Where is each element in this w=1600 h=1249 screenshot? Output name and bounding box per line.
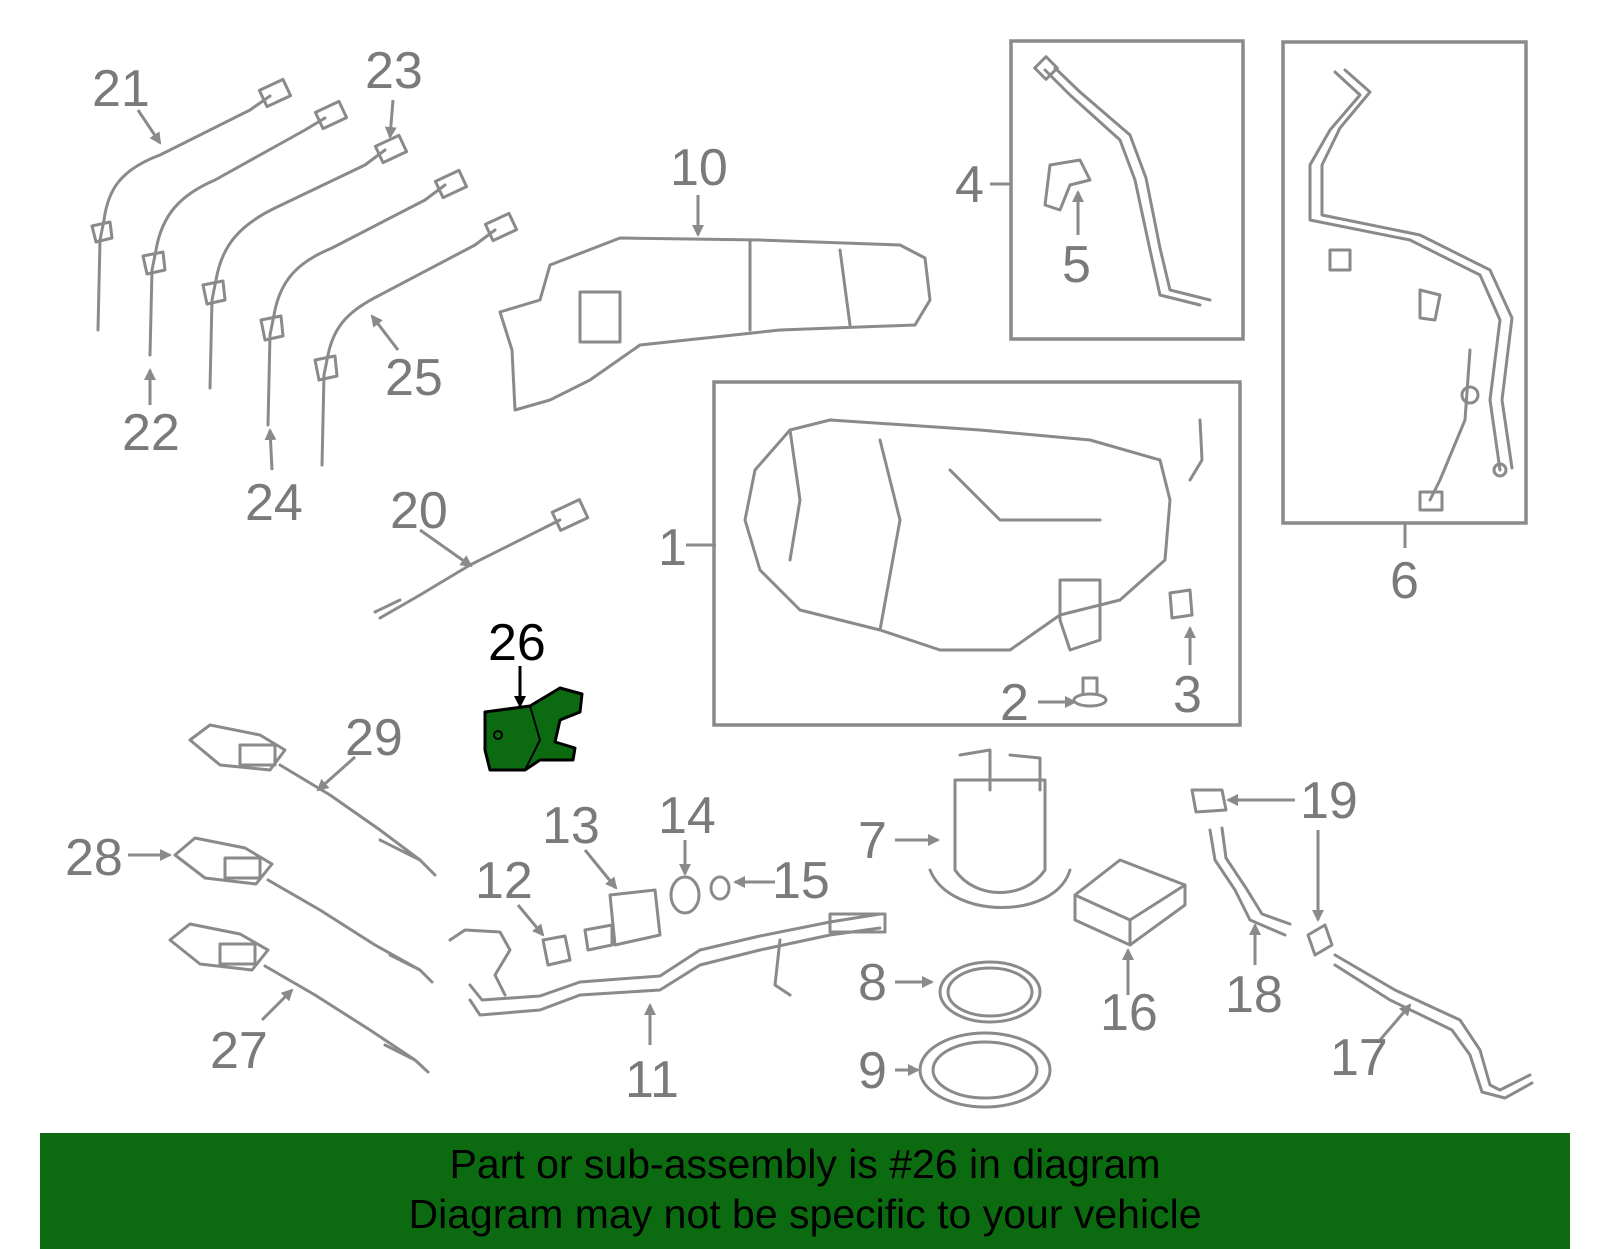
callout-25: 25 (385, 349, 443, 407)
washer-15 (709, 875, 731, 901)
callout-19: 19 (1300, 772, 1358, 830)
callout-13: 13 (542, 797, 600, 855)
arrow-12 (516, 904, 545, 937)
arrow-17 (1378, 1003, 1412, 1041)
callout-21: 21 (92, 60, 150, 118)
info-banner: Part or sub-assembly is #26 in diagram D… (40, 1133, 1570, 1249)
callout-22: 22 (122, 404, 180, 462)
heat-shield-10 (498, 236, 932, 412)
callout-4: 4 (955, 156, 984, 214)
callout-2: 2 (1000, 674, 1029, 732)
arrow-29 (316, 755, 356, 792)
control-module-16 (1073, 858, 1187, 947)
fuel-line-6 (1308, 68, 1514, 512)
valve-13 (583, 888, 662, 952)
bolt-2 (1072, 676, 1108, 708)
arrow-27 (260, 988, 294, 1022)
line-17 (1333, 953, 1534, 1100)
callout-1: 1 (658, 519, 687, 577)
clamp-19 (1190, 788, 1334, 957)
o2-sensor-23 (201, 133, 409, 390)
callout-11: 11 (625, 1051, 679, 1109)
frame-line-4 (1009, 39, 1245, 341)
vent-line-11 (448, 912, 887, 1017)
arrow-13 (583, 849, 618, 890)
callout-29: 29 (345, 709, 403, 767)
callout-23: 23 (365, 42, 423, 100)
arrow-23 (384, 99, 397, 139)
arrow-20 (419, 528, 473, 568)
parts-diagram: 21 22 23 24 25 10 20 26 29 28 27 12 13 1… (65, 39, 1534, 1109)
o2-sensor-22 (141, 99, 349, 357)
o2-sensor-25 (313, 211, 519, 467)
arrow-25 (370, 314, 400, 351)
arrow-21 (136, 109, 162, 145)
callout-16: 16 (1100, 984, 1158, 1042)
frame-line-6 (1281, 40, 1528, 525)
callout-7: 7 (858, 812, 887, 870)
fuel-tank-1 (743, 418, 1204, 652)
callout-6: 6 (1390, 552, 1419, 610)
o2-sensor-24 (259, 168, 469, 427)
fuel-line-4 (1033, 55, 1212, 307)
bumper-3 (1168, 588, 1194, 620)
lock-ring-9 (918, 1031, 1052, 1109)
callout-12: 12 (475, 852, 533, 910)
callout-27: 27 (210, 1022, 268, 1080)
grommet-14 (669, 875, 701, 915)
fuel-pump-7 (928, 748, 1072, 909)
frame-tank-assembly (712, 380, 1242, 727)
nox-sensor-29 (188, 723, 437, 877)
callout-17: 17 (1330, 1029, 1388, 1087)
callout-18: 18 (1225, 966, 1283, 1024)
callout-14: 14 (658, 787, 716, 845)
arrow-24 (264, 428, 277, 471)
nox-sensor-27 (168, 922, 430, 1074)
callout-24: 24 (245, 474, 303, 532)
seal-ring-8 (938, 960, 1042, 1024)
banner-line-part: Part or sub-assembly is #26 in diagram (449, 1141, 1161, 1187)
callout-20: 20 (390, 482, 448, 540)
connector-12 (541, 934, 572, 967)
o2-sensor-21 (90, 77, 293, 332)
callout-26: 26 (488, 614, 546, 672)
pressure-sensor-26 (483, 686, 584, 772)
callout-9: 9 (858, 1042, 887, 1100)
hose-18 (1208, 826, 1292, 937)
callout-3: 3 (1173, 666, 1202, 724)
callout-10: 10 (670, 139, 728, 197)
callout-15: 15 (772, 852, 830, 910)
bracket-5 (1043, 158, 1092, 212)
banner-line-disclaimer: Diagram may not be specific to your vehi… (408, 1191, 1202, 1237)
callout-28: 28 (65, 829, 123, 887)
callout-5: 5 (1062, 236, 1091, 294)
callout-8: 8 (858, 954, 887, 1012)
o2-sensor-20 (373, 498, 590, 620)
nox-sensor-28 (173, 836, 434, 984)
